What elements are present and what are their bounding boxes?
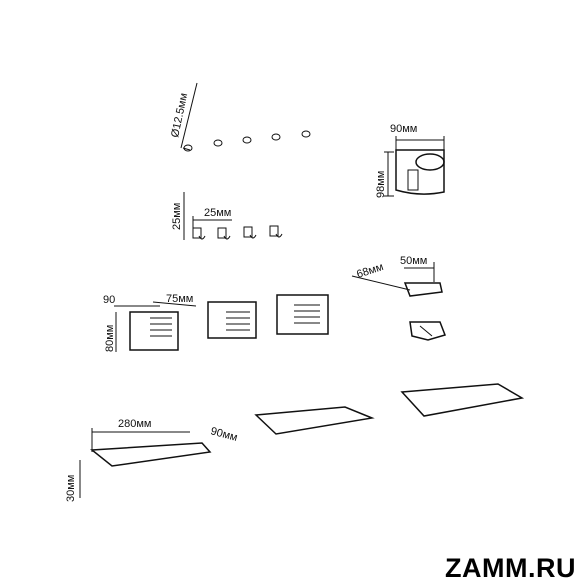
round-hook-4 <box>271 133 281 141</box>
shelf-depth-label: 90мм <box>209 425 239 444</box>
cup-2 <box>207 301 257 339</box>
mini-hook-width-label: 25мм <box>204 207 231 219</box>
round-hook-3 <box>242 136 252 144</box>
hook-diameter-label: Ø12.5мм <box>169 92 190 139</box>
dryer-holder-group: 90мм 98мм <box>375 123 445 198</box>
soap-holder-group: 50мм 68мм <box>351 255 446 341</box>
shelves-group: 280мм 90мм 30мм <box>65 383 525 502</box>
soap-holder <box>403 282 443 297</box>
mini-hook-3 <box>243 226 257 239</box>
clip-holder <box>409 321 446 341</box>
mini-hook-height-label: 25мм <box>171 203 183 230</box>
shelf-height-label: 30мм <box>65 475 77 502</box>
dryer-holder <box>395 149 445 195</box>
cup-width-label: 90 <box>103 294 115 306</box>
holder-width-label: 90мм <box>390 123 417 135</box>
shelf-length-label: 280мм <box>118 418 151 430</box>
mini-hook-4 <box>269 225 283 238</box>
cup-depth-label: 75мм <box>166 293 193 305</box>
mini-hook-1 <box>192 227 206 240</box>
mini-hooks-group: 25мм 25мм <box>171 192 283 240</box>
round-hook-2 <box>213 139 223 147</box>
shelf-1 <box>90 442 212 467</box>
round-hook-5 <box>301 130 311 138</box>
brand-logo: ZAMM.RU <box>445 553 576 583</box>
cups-group: 90 75мм 80мм <box>103 293 329 352</box>
cup-3 <box>276 294 329 335</box>
shelf-3 <box>400 383 525 417</box>
round-hook-1 <box>183 144 193 152</box>
cup-height-label: 80мм <box>104 325 116 352</box>
holder-height-label: 98мм <box>375 171 387 198</box>
soap-width-label: 50мм <box>400 255 427 267</box>
mini-hook-2 <box>217 227 231 240</box>
shelf-2 <box>254 406 375 435</box>
cup-1 <box>129 311 179 351</box>
round-hooks-group: Ø12.5мм <box>169 82 311 152</box>
